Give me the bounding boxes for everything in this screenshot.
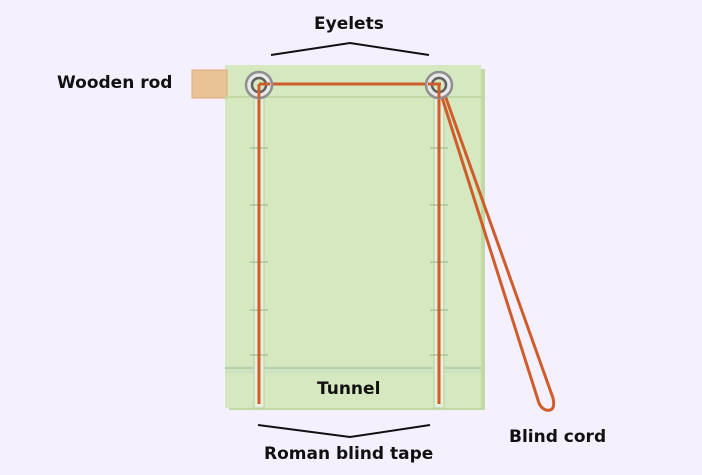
- eyelets-bracket: [270, 41, 430, 56]
- roman-blind-tape-label: Roman blind tape: [264, 444, 434, 464]
- blind-cord-hanging-loop: [437, 83, 556, 412]
- blind-cord-label: Blind cord: [509, 427, 607, 447]
- roman-tape-bracket: [257, 424, 431, 439]
- eyelets-label: Eyelets: [314, 14, 384, 34]
- tunnel-label: Tunnel: [317, 379, 381, 399]
- wooden-rod-grain: [191, 69, 228, 99]
- wooden-rod-icon: [192, 70, 227, 98]
- wooden-rod-label: Wooden rod: [57, 73, 173, 93]
